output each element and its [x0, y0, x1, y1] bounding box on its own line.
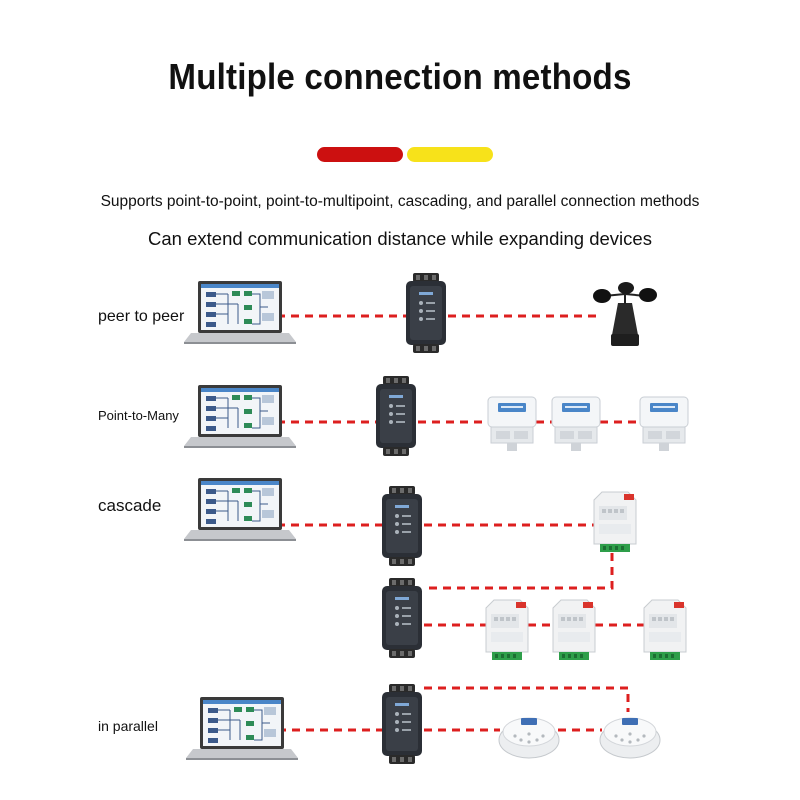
- smoke-detector-icon: [498, 717, 560, 759]
- converter-icon: [382, 486, 422, 566]
- anemometer-icon: [593, 282, 657, 346]
- sensor-box-icon: [551, 396, 601, 452]
- converter-icon: [382, 578, 422, 658]
- converter-icon: [382, 684, 422, 764]
- laptop-icon: [185, 696, 299, 761]
- connection-lines: [277, 314, 644, 732]
- laptop-icon: [183, 384, 297, 449]
- din-module-icon: [643, 599, 687, 661]
- accent-bar-yellow: [407, 147, 493, 162]
- page-title: Multiple connection methods: [168, 56, 632, 97]
- converter-icon: [406, 273, 446, 353]
- subtitle: Supports point-to-point, point-to-multip…: [100, 193, 700, 210]
- din-module-icon: [485, 599, 529, 661]
- tagline: Can extend communication distance while …: [148, 228, 652, 249]
- row-label-peer: peer to peer: [98, 308, 185, 325]
- accent-bar-red: [317, 147, 403, 162]
- din-module-icon: [593, 491, 637, 553]
- laptop-icon: [183, 477, 297, 542]
- laptop-icon: [183, 280, 297, 345]
- row-label-cascade: cascade: [98, 496, 162, 515]
- sensor-box-icon: [487, 396, 537, 452]
- row-label-parallel: in parallel: [98, 718, 158, 734]
- din-module-icon: [552, 599, 596, 661]
- smoke-detector-icon: [599, 717, 661, 759]
- converter-icon: [376, 376, 416, 456]
- row-label-multi: Point-to-Many: [98, 408, 179, 423]
- sensor-box-icon: [639, 396, 689, 452]
